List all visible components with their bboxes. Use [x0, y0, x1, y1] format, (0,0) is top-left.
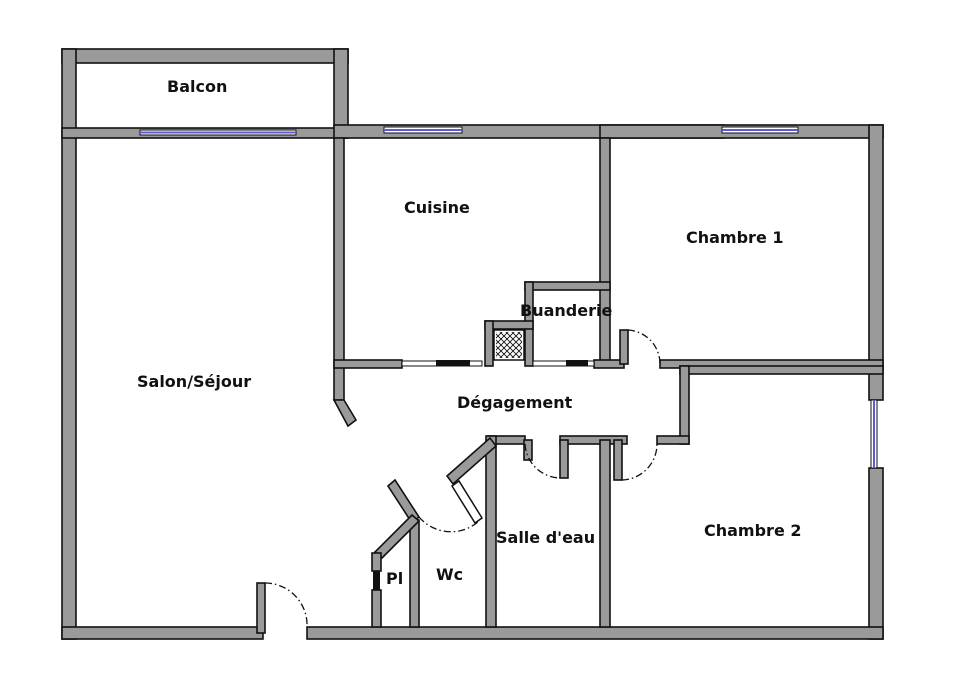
- wall-tower-left: [484, 320, 494, 367]
- room-label-degagement: Dégagement: [457, 393, 573, 412]
- sliding-door-buanderie: [532, 360, 595, 367]
- wall-salle-chambre2: [599, 439, 611, 628]
- sliding-door-leaf: [436, 360, 470, 366]
- wall-wc-left: [409, 519, 420, 628]
- door-swings: [264, 329, 661, 628]
- room-label-balcon: Balcon: [167, 77, 227, 96]
- wall-bottom-right: [306, 626, 884, 640]
- wall-placard-left-lower: [371, 589, 382, 628]
- wall-chambre2-top: [679, 365, 884, 375]
- room-label-wc: Wc: [436, 565, 463, 584]
- room-labels: Balcon Cuisine Chambre 1 Buanderie Salon…: [137, 77, 802, 588]
- door-swing-entrance: [264, 582, 308, 628]
- wall-salle-left: [485, 435, 497, 628]
- room-label-placard: Pl: [386, 569, 403, 588]
- wall-door-stub-2: [613, 439, 623, 481]
- door-swing-salle: [524, 443, 561, 479]
- door-swing-wc: [418, 516, 480, 533]
- wall-entrance-stub: [256, 582, 266, 634]
- wall-placard-left-upper: [371, 552, 382, 572]
- wall-bottom-left: [61, 626, 264, 640]
- wall-degagement-right: [679, 365, 690, 445]
- wall-degagement-bottom-right: [656, 435, 690, 445]
- room-label-chambre2: Chambre 2: [704, 521, 802, 540]
- room-label-buanderie: Buanderie: [520, 301, 612, 320]
- placard-door-leaf: [373, 571, 380, 590]
- wall-buanderie-top: [524, 281, 611, 291]
- openings: [373, 360, 595, 590]
- walls: [61, 48, 884, 640]
- door-swing-chambre2: [621, 443, 658, 481]
- washing-machine-icon: [493, 329, 525, 361]
- room-label-cuisine: Cuisine: [404, 198, 470, 217]
- wall-right-upper: [868, 124, 884, 401]
- wall-cuisine-bottom-left: [333, 359, 403, 369]
- windows: [139, 126, 878, 469]
- wall-balcon-top: [61, 48, 349, 64]
- room-label-salon: Salon/Séjour: [137, 372, 251, 391]
- room-label-chambre1: Chambre 1: [686, 228, 784, 247]
- wall-door-stub-3: [523, 439, 533, 461]
- wall-cuisine-chambre1: [599, 137, 611, 363]
- sliding-door-buanderie-leaf: [566, 360, 588, 366]
- wall-door-stub-1: [559, 439, 569, 479]
- wall-placard-diag-lower: [373, 513, 421, 560]
- wall-salon-diagonal-stub: [332, 399, 358, 428]
- wc-door-leaf: [450, 479, 484, 525]
- wall-chambre1-door-stub: [619, 329, 629, 365]
- room-label-salle-eau: Salle d'eau: [496, 528, 595, 547]
- wall-right-lower: [868, 467, 884, 640]
- wall-wc-diagonal: [445, 436, 498, 486]
- door-swing-chambre1: [627, 329, 661, 365]
